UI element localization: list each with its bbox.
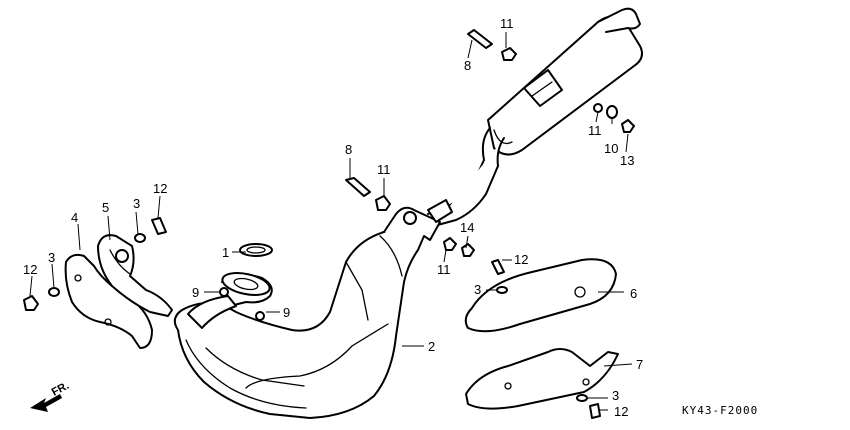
callout-10: 10 [604, 141, 618, 156]
callout-3-right-lower: 3 [612, 388, 619, 403]
callout-7: 7 [636, 357, 643, 372]
gasket [239, 243, 273, 257]
arrow-icon [30, 394, 62, 412]
diagram-code: KY43-F2000 [682, 404, 758, 417]
callout-11-top: 11 [500, 16, 514, 31]
exhaust-flange [187, 243, 273, 329]
heat-guard-6 [464, 258, 617, 333]
front-direction-arrow: FR. [30, 380, 71, 412]
callout-9-left: 9 [192, 285, 199, 300]
heat-guard-7 [465, 348, 619, 410]
callout-11-middle: 11 [377, 162, 391, 177]
callout-11-lower: 11 [437, 262, 451, 277]
leader-lines [29, 32, 633, 411]
protector-5 [97, 234, 173, 317]
callout-2: 2 [428, 339, 435, 354]
callout-12-right-lower: 12 [614, 404, 628, 419]
protector-4 [64, 253, 153, 349]
callout-6: 6 [630, 286, 637, 301]
hardware [23, 29, 635, 419]
muffler [427, 7, 643, 227]
callout-9-right: 9 [283, 305, 290, 320]
callout-1: 1 [222, 245, 229, 260]
callout-3-left-lower: 3 [48, 250, 55, 265]
callout-8-top: 8 [464, 58, 471, 73]
callout-13: 13 [620, 153, 634, 168]
callout-3-right-upper: 3 [474, 282, 481, 297]
callout-12-left-lower: 12 [23, 262, 37, 277]
callout-11-right: 11 [588, 123, 602, 138]
direction-label: FR. [50, 380, 71, 399]
callout-14: 14 [460, 220, 474, 235]
callout-4: 4 [71, 210, 78, 225]
callout-3-left-upper: 3 [133, 196, 140, 211]
callout-labels: 1 2 3 3 3 3 4 5 6 7 8 8 9 9 10 11 11 11 … [23, 16, 643, 419]
callout-12-right-upper: 12 [514, 252, 528, 267]
callout-5: 5 [102, 200, 109, 215]
callout-8-middle: 8 [345, 142, 352, 157]
callout-12-left-upper: 12 [153, 181, 167, 196]
